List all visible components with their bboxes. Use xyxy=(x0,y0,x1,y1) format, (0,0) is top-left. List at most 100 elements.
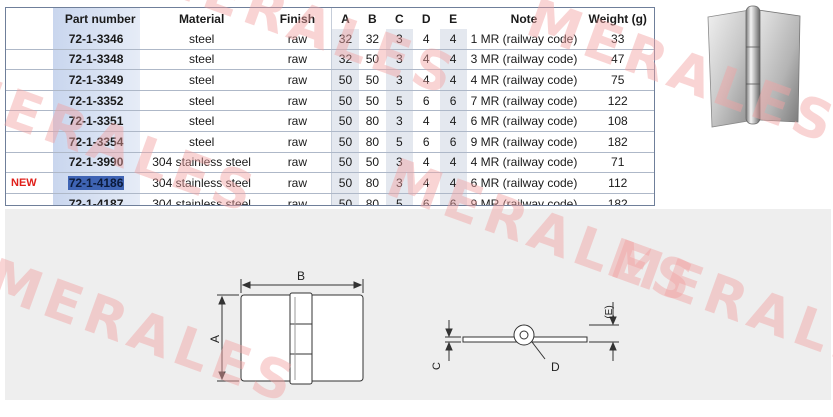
header-part-number: Part number xyxy=(52,8,140,29)
dim-b-cell: 80 xyxy=(358,131,386,153)
note-cell: 4 MR (railway code) xyxy=(466,152,582,174)
note-cell: 6 MR (railway code) xyxy=(466,172,582,194)
note-cell: 1 MR (railway code) xyxy=(466,29,582,50)
dim-e-cell: 4 xyxy=(439,110,467,132)
row-tag: NEW xyxy=(6,172,53,194)
dim-b-cell: 80 xyxy=(358,110,386,132)
dim-e-cell: 6 xyxy=(439,193,467,205)
dim-d-cell: 6 xyxy=(412,131,440,153)
part-number-cell: 72-1-4186 xyxy=(52,172,140,194)
header-finish: Finish xyxy=(279,11,316,26)
weight-cell: 71 xyxy=(581,152,654,174)
dimension-c-label: C xyxy=(431,362,443,370)
dim-c-cell: 3 xyxy=(385,110,413,132)
part-number-cell: 72-1-3346 xyxy=(52,29,140,50)
material-cell: 304 stainless steel xyxy=(139,172,264,194)
dim-e-cell: 6 xyxy=(439,131,467,153)
part-number-cell: 72-1-3349 xyxy=(52,69,140,91)
note-cell: 3 MR (railway code) xyxy=(466,49,582,71)
dimension-d-label: D xyxy=(551,360,560,374)
dim-c-cell: 5 xyxy=(385,131,413,153)
header-weight: Weight (g) xyxy=(588,11,647,26)
material-cell: 304 stainless steel xyxy=(152,196,251,206)
dim-a-cell: 50 xyxy=(331,152,359,174)
spec-table: Part number Material Finish A B C D E No… xyxy=(6,8,654,206)
dim-b-cell: 50 xyxy=(358,69,386,91)
dim-d-cell: 4 xyxy=(412,110,440,132)
dimension-e-label: (E) xyxy=(604,305,615,318)
material-cell: steel xyxy=(139,69,264,91)
dim-e-cell: 4 xyxy=(439,152,467,174)
dim-c-cell: 3 xyxy=(385,69,413,91)
dim-e-cell: 4 xyxy=(439,29,467,50)
spec-table-frame: Part number Material Finish A B C D E No… xyxy=(5,7,655,206)
finish-cell: raw xyxy=(263,29,332,50)
dim-d-cell: 4 xyxy=(412,69,440,91)
dim-a-cell: 50 xyxy=(331,131,359,153)
dim-b-cell: 50 xyxy=(358,152,386,174)
dim-a-cell: 50 xyxy=(331,69,359,91)
finish-cell: raw xyxy=(263,172,332,194)
header-e: E xyxy=(449,11,458,26)
finish-cell: raw xyxy=(263,49,332,71)
dim-e-cell: 4 xyxy=(439,172,467,194)
dimension-a-label: A xyxy=(208,335,222,343)
material-cell: steel xyxy=(139,110,264,132)
dim-e-cell: 6 xyxy=(439,90,467,112)
note-cell: 6 MR (railway code) xyxy=(466,110,582,132)
dim-b-cell: 32 xyxy=(358,29,386,50)
part-number-cell: 72-1-3354 xyxy=(52,131,140,153)
part-number-cell: 72-1-4187 xyxy=(52,193,140,205)
row-tag xyxy=(6,193,53,205)
part-number-cell: 72-1-3352 xyxy=(52,90,140,112)
header-note: Note xyxy=(510,11,538,26)
dim-d-cell: 4 xyxy=(412,152,440,174)
dimension-b-label: B xyxy=(297,269,305,283)
dim-c-cell: 5 xyxy=(385,90,413,112)
row-tag xyxy=(6,152,53,174)
finish-cell: raw xyxy=(263,90,332,112)
part-number-cell: 72-1-3990 xyxy=(52,152,140,174)
dim-d-cell: 6 xyxy=(412,90,440,112)
dim-a-cell: 50 xyxy=(331,110,359,132)
weight-cell: 122 xyxy=(581,90,654,112)
finish-cell: raw xyxy=(263,110,332,132)
dim-e-cell: 4 xyxy=(439,69,467,91)
header-d: D xyxy=(421,11,431,26)
weight-cell: 108 xyxy=(581,110,654,132)
dim-b-cell: 50 xyxy=(358,90,386,112)
dim-b-cell: 80 xyxy=(365,196,380,206)
row-tag xyxy=(6,49,53,71)
material-cell: steel xyxy=(139,29,264,50)
note-cell: 7 MR (railway code) xyxy=(466,90,582,112)
dim-a-cell: 32 xyxy=(331,49,359,71)
header-b: B xyxy=(368,11,377,26)
weight-cell: 47 xyxy=(581,49,654,71)
hinge-dimension-drawing: B A C D (E) xyxy=(208,269,619,385)
material-cell: steel xyxy=(139,90,264,112)
part-number-cell: 72-1-3351 xyxy=(52,110,140,132)
header-c: C xyxy=(394,11,404,26)
note-cell: 4 MR (railway code) xyxy=(466,69,582,91)
dim-a-cell: 50 xyxy=(331,172,359,194)
dim-c-cell: 3 xyxy=(385,29,413,50)
weight-cell: 75 xyxy=(581,69,654,91)
finish-cell: raw xyxy=(263,131,332,153)
weight-cell: 182 xyxy=(607,196,628,206)
weight-cell: 182 xyxy=(581,131,654,153)
row-tag xyxy=(6,29,53,50)
row-tag xyxy=(6,90,53,112)
finish-cell: raw xyxy=(263,69,332,91)
dim-c-cell: 3 xyxy=(385,172,413,194)
dim-a-cell: 32 xyxy=(331,29,359,50)
